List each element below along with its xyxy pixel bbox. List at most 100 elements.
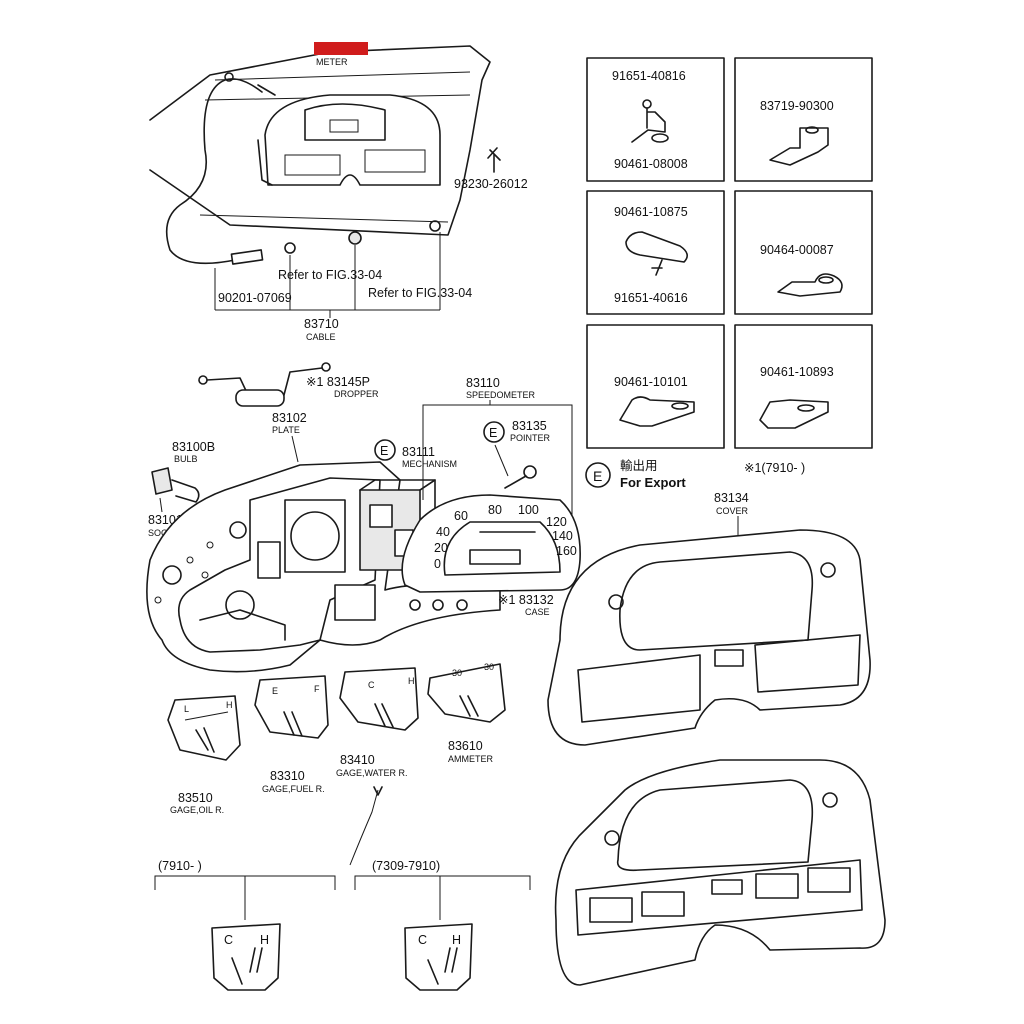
fuel-mark-f: F (314, 684, 320, 694)
cable-bracket-lines (214, 232, 441, 318)
small-gauge-right (404, 923, 473, 991)
bulb-name: BULB (174, 454, 198, 464)
gage-fuel-name: GAGE,FUEL R. (262, 784, 325, 794)
clamp-1-part-b: 90461-08008 (614, 157, 688, 171)
ammeter-part: 83610 (448, 739, 483, 753)
speedo-number: 20 (434, 541, 448, 555)
clamp-3-part-b: 91651-40616 (614, 291, 688, 305)
export-symbol: E (593, 468, 602, 484)
screw-93230 (487, 147, 501, 173)
clamp-box-3 (586, 190, 725, 315)
bulb-part: 83100B (172, 440, 215, 454)
meter-cluster-small (257, 94, 441, 186)
water-mark-h: H (408, 676, 415, 686)
speedometer-face (401, 494, 581, 593)
clamp-box-6 (734, 324, 873, 449)
speedo-number: 0 (434, 557, 441, 571)
speedo-number: 80 (488, 503, 502, 517)
oil-mark-l: L (184, 704, 189, 714)
dropper-part: ※1 83145P (306, 375, 370, 389)
refer-label-1: Refer to FIG.33-04 (278, 268, 382, 282)
plate-name: PLATE (272, 425, 300, 435)
screw-part-number: 93230-26012 (454, 177, 528, 191)
gage-oil-part: 83510 (178, 791, 213, 805)
nut-1 (348, 231, 362, 245)
washer-1 (284, 242, 296, 254)
mechanism-part: 83111 (402, 445, 435, 459)
speedo-number: 120 (546, 515, 567, 529)
mechanism-name: MECHANISM (402, 459, 457, 469)
ammeter-name: AMMETER (448, 754, 494, 764)
range-right: (7309-7910) (372, 859, 440, 873)
clamp-4-part-a: 90464-00087 (760, 243, 834, 257)
small-left-h: H (260, 933, 269, 947)
pointer-part: 83135 (512, 419, 547, 433)
case-part: ※1 83132 (498, 593, 554, 607)
speedo-number: 140 (552, 529, 573, 543)
case-name: CASE (525, 607, 550, 617)
cover-part: 83134 (714, 491, 749, 505)
plate-part: 83102 (272, 411, 307, 425)
cover-83134 (547, 529, 871, 746)
gage-fuel-83310 (254, 675, 329, 739)
gage-fuel-part: 83310 (270, 769, 305, 783)
arrow-line (349, 789, 379, 866)
small-right-h: H (452, 933, 461, 947)
gage-water-83410 (339, 667, 419, 731)
pointer-symbol: E (489, 426, 497, 440)
meter-label: METER (316, 57, 348, 67)
range-left: (7910- ) (158, 859, 202, 873)
oil-mark-h: H (226, 700, 233, 710)
small-right-c: C (418, 933, 427, 947)
clamp-box-4 (734, 190, 873, 315)
clamp-box-1 (586, 57, 725, 182)
cable-end-part: 90201-07069 (218, 291, 292, 305)
cable-part-number: 83710 (304, 317, 339, 331)
export-range: ※1(7910- ) (744, 461, 805, 475)
socket-83101 (151, 467, 200, 513)
gage-oil-name: GAGE,OIL R. (170, 805, 224, 815)
small-left-c: C (224, 933, 233, 947)
meter-highlight (314, 42, 368, 55)
ammeter-mark-plus: 30 (484, 662, 494, 672)
range-right-bracket (354, 875, 531, 890)
export-en: For Export (620, 475, 686, 490)
pointer-83135 (504, 465, 537, 489)
refer-label-2: Refer to FIG.33-04 (368, 286, 472, 300)
speedometer-bracket (422, 404, 573, 560)
speedometer-part: 83110 (466, 376, 500, 390)
gage-water-name: GAGE,WATER R. (336, 768, 408, 778)
export-symbol-circle (585, 462, 611, 488)
gage-oil-83510 (167, 695, 241, 761)
dropper-name: DROPPER (334, 389, 379, 399)
pointer-symbol-circle (483, 421, 505, 443)
cable-name: CABLE (306, 332, 336, 342)
speedo-number: 60 (454, 509, 468, 523)
speedometer-name: SPEEDOMETER (466, 390, 536, 400)
clamp-5-part-a: 90461-10101 (614, 375, 688, 389)
cover-variant (554, 759, 886, 986)
mechanism-symbol: E (380, 444, 388, 458)
clamp-6-part-a: 90461-10893 (760, 365, 834, 379)
cable-83710 (165, 72, 276, 265)
small-gauge-left (211, 923, 281, 991)
export-jp: 輸出用 (620, 458, 658, 473)
speedo-number: 160 (556, 544, 577, 558)
gage-water-part: 83410 (340, 753, 375, 767)
speedo-number: 100 (518, 503, 539, 517)
clamp-3-part-a: 90461-10875 (614, 205, 688, 219)
ammeter-mark-minus: 30 (452, 668, 462, 678)
ammeter-83610 (427, 663, 506, 723)
clamp-1-part-a: 91651-40816 (612, 69, 686, 83)
mechanism-symbol-circle (374, 439, 396, 461)
speedometer-numbers: 0 20 40 60 80 100 120 140 160 (434, 503, 577, 571)
clamp-box-2 (734, 57, 873, 182)
clamp-box-5 (586, 324, 725, 449)
speedo-number: 40 (436, 525, 450, 539)
water-mark-c: C (368, 680, 375, 690)
pointer-name: POINTER (510, 433, 551, 443)
fuel-mark-e: E (272, 686, 278, 696)
plate-83102 (177, 477, 381, 653)
